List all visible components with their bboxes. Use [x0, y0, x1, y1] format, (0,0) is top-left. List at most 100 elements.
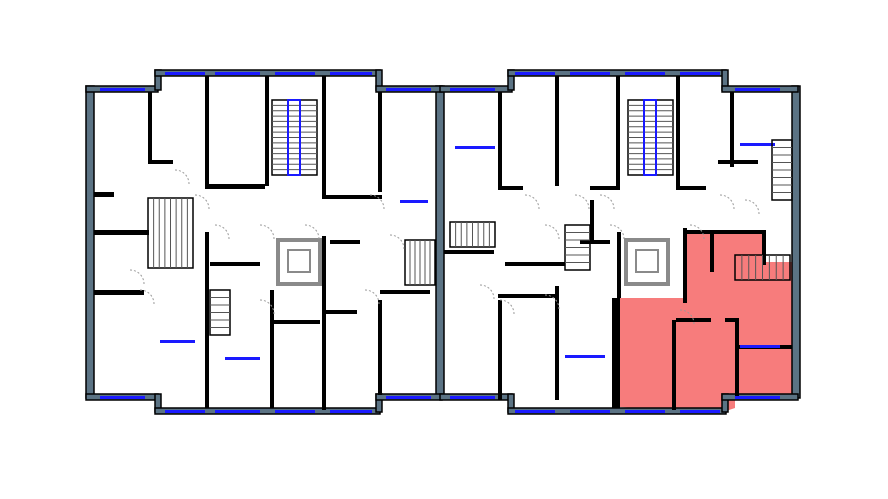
- outer-wall: [791, 85, 801, 399]
- window: [215, 410, 260, 413]
- inner-wall: [322, 236, 326, 410]
- elevator-icon: [624, 238, 670, 286]
- window: [215, 72, 260, 75]
- window: [100, 396, 145, 399]
- inner-wall: [616, 76, 620, 188]
- inner-wall: [322, 195, 382, 199]
- door-swing: [259, 224, 275, 240]
- window: [330, 72, 372, 75]
- inner-wall: [498, 186, 523, 190]
- inner-wall: [330, 240, 360, 244]
- door-swing: [364, 289, 380, 305]
- inner-wall: [322, 310, 357, 314]
- window: [330, 410, 372, 413]
- window: [275, 410, 315, 413]
- window: [740, 143, 775, 146]
- inner-wall: [725, 318, 737, 322]
- inner-wall: [617, 232, 621, 298]
- window: [165, 72, 205, 75]
- window: [625, 72, 665, 75]
- inner-wall: [505, 262, 565, 266]
- window: [160, 340, 195, 343]
- inner-wall: [94, 192, 114, 197]
- windows: [100, 72, 780, 413]
- inner-wall: [735, 318, 739, 398]
- inner-wall: [498, 92, 502, 187]
- window: [740, 345, 780, 348]
- inner-wall: [590, 200, 594, 240]
- door-swing: [174, 169, 190, 185]
- door-swing: [194, 194, 210, 210]
- window: [400, 200, 428, 203]
- window: [735, 396, 780, 399]
- window: [165, 410, 205, 413]
- inner-wall: [580, 240, 610, 244]
- inner-wall: [730, 92, 734, 167]
- inner-wall: [205, 76, 209, 186]
- inner-wall: [498, 294, 558, 298]
- window: [450, 88, 495, 91]
- window: [570, 72, 610, 75]
- door-swing: [544, 224, 560, 240]
- inner-wall: [498, 300, 502, 400]
- window: [680, 410, 720, 413]
- inner-wall: [205, 300, 209, 408]
- window: [570, 410, 610, 413]
- elevator-cabin: [287, 249, 311, 273]
- door-swing: [139, 289, 155, 305]
- window: [680, 72, 720, 75]
- door-swing: [214, 224, 230, 240]
- door-swing: [304, 224, 320, 240]
- inner-wall: [210, 262, 260, 266]
- window: [225, 357, 260, 360]
- window: [565, 355, 605, 358]
- inner-wall: [94, 290, 144, 295]
- inner-wall: [148, 160, 173, 164]
- inner-wall: [265, 76, 269, 186]
- door-swing: [679, 309, 695, 325]
- window: [275, 72, 315, 75]
- door-swing: [544, 294, 560, 310]
- door-swing: [609, 224, 625, 240]
- window: [386, 396, 431, 399]
- highlighted-apartment[interactable]: [620, 233, 792, 413]
- inner-wall: [270, 320, 320, 324]
- door-swing: [479, 284, 495, 300]
- window: [386, 88, 431, 91]
- door-swing: [599, 194, 615, 210]
- door-swing: [574, 194, 590, 210]
- inner-wall: [444, 250, 494, 254]
- door-swing: [259, 299, 275, 315]
- elevator-icon: [276, 238, 322, 286]
- stair-railing: [643, 99, 657, 176]
- window: [515, 410, 555, 413]
- elevators: [276, 238, 670, 286]
- inner-wall: [683, 228, 687, 303]
- door-swing: [129, 269, 145, 285]
- elevator-cabin: [635, 249, 659, 273]
- door-swing: [499, 299, 515, 315]
- door-swing: [689, 224, 705, 240]
- outer-wall: [85, 85, 95, 399]
- inner-wall: [555, 286, 559, 400]
- inner-wall: [555, 76, 559, 186]
- inner-wall: [710, 232, 714, 272]
- outer-wall: [435, 85, 445, 399]
- window: [450, 396, 495, 399]
- inner-wall: [676, 76, 680, 188]
- door-swing: [524, 194, 540, 210]
- door-swing: [719, 194, 735, 210]
- inner-wall: [676, 186, 706, 190]
- inner-wall: [380, 290, 430, 294]
- stairs: [147, 99, 793, 336]
- window: [735, 88, 780, 91]
- inner-wall: [683, 230, 765, 234]
- stair-railing: [287, 99, 301, 176]
- inner-wall: [148, 92, 152, 162]
- door-swing: [369, 194, 385, 210]
- inner-wall: [672, 320, 676, 410]
- doors: [129, 169, 760, 325]
- inner-wall: [378, 300, 382, 395]
- window: [100, 88, 145, 91]
